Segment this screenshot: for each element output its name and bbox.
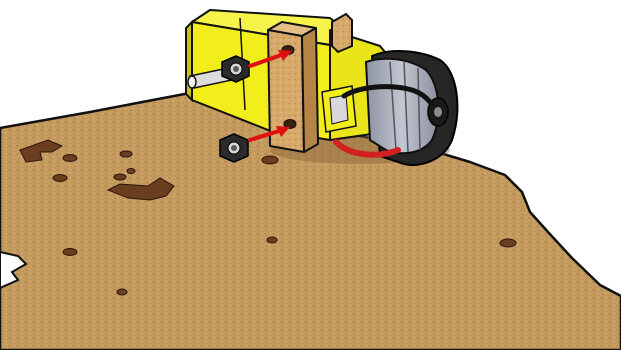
- board-hole: [63, 249, 77, 256]
- board-hole: [267, 237, 277, 243]
- board-hole: [53, 175, 67, 182]
- board-hole: [500, 239, 516, 247]
- wheel: [366, 51, 457, 165]
- board-hole: [117, 289, 127, 295]
- wheel-hub: [366, 59, 438, 153]
- board-hole: [114, 174, 126, 180]
- wheel-axle: [434, 107, 442, 117]
- bracket-cap: [332, 14, 352, 52]
- board-hole: [262, 156, 278, 164]
- board-hole: [63, 155, 77, 162]
- board-hole: [120, 151, 132, 157]
- hex-nut-icon: [220, 134, 248, 162]
- hex-nut-icon: [222, 56, 249, 82]
- board-hole: [127, 169, 135, 174]
- bracket-side: [302, 28, 318, 152]
